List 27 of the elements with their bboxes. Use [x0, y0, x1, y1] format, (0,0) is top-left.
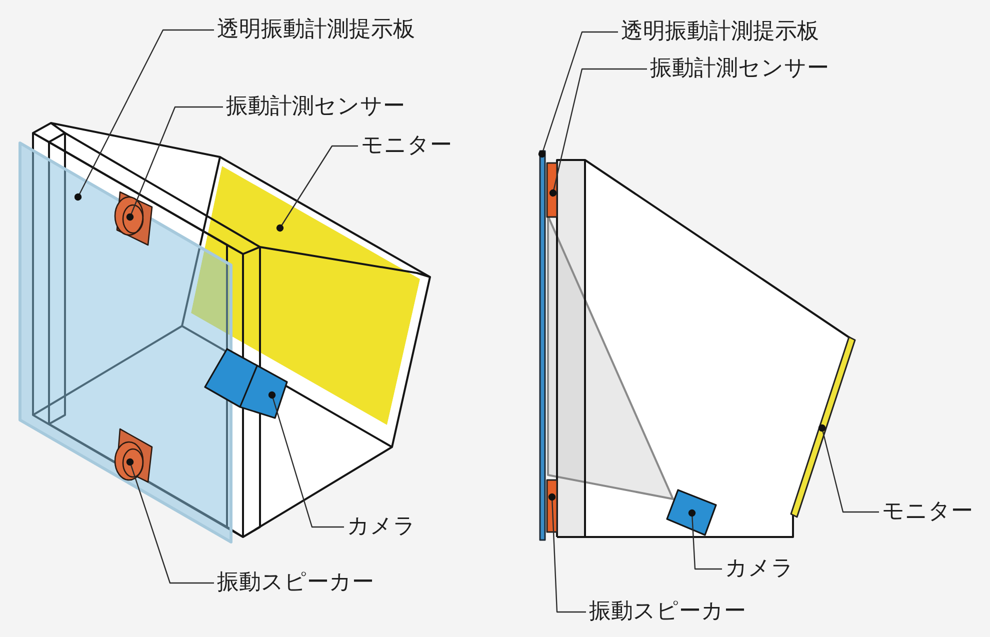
transparent-panel	[17, 140, 234, 545]
callout-label: カメラ	[725, 555, 794, 583]
monitor-edge	[789, 335, 857, 519]
callout-label: 透明振動計測提示板	[621, 18, 819, 46]
callout-label: モニター	[882, 498, 973, 526]
leader-line	[268, 391, 344, 528]
callout-label: 振動スピーカー	[217, 569, 374, 597]
leader-line	[688, 509, 722, 570]
panel-edge	[538, 149, 547, 542]
camera-block	[665, 488, 718, 537]
callout-label: 振動計測センサー	[226, 93, 405, 121]
callout-label: モニター	[361, 132, 452, 160]
monitor-screen	[190, 165, 421, 426]
callout-label: カメラ	[347, 513, 416, 541]
leader-line	[126, 106, 223, 221]
leader-line	[74, 29, 214, 201]
leader-line	[538, 31, 618, 158]
leader-line	[818, 424, 879, 513]
callout-label: 振動計測センサー	[650, 55, 829, 83]
leader-line	[276, 145, 358, 232]
leader-line	[126, 458, 214, 584]
leader-line	[548, 493, 586, 613]
sensor-block	[545, 161, 559, 219]
leader-line	[549, 68, 647, 197]
callout-label: 振動スピーカー	[589, 598, 746, 626]
camera-block	[203, 347, 289, 420]
callout-label: 透明振動計測提示板	[217, 16, 415, 44]
